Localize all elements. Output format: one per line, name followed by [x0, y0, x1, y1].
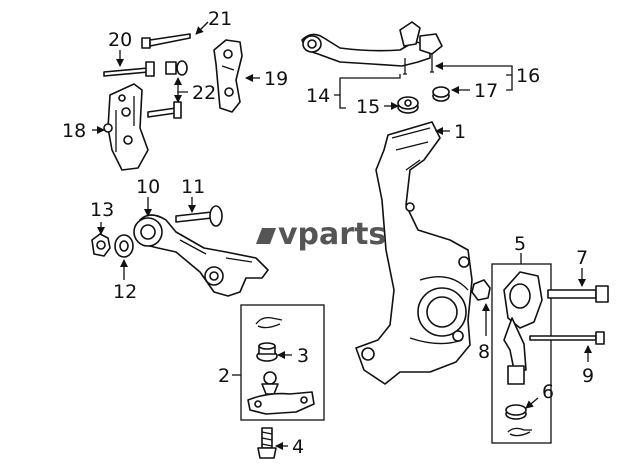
cotter-pin-part [255, 316, 283, 329]
callout-8: 8 [478, 341, 490, 363]
nut-15-part [397, 96, 419, 114]
callout-13: 13 [90, 199, 114, 221]
callout-labels: 1 2 3 4 5 6 7 8 9 10 11 12 13 14 15 16 1… [62, 8, 594, 458]
steering-knuckle-part [355, 121, 473, 385]
callout-12: 12 [113, 281, 137, 303]
callout-7: 7 [576, 247, 588, 269]
bolt-20-part [103, 61, 155, 77]
castle-nut-3-part [256, 342, 278, 362]
bolt-7-part [547, 285, 609, 303]
callout-14: 14 [306, 85, 330, 107]
callout-22: 22 [192, 82, 216, 104]
callout-6: 6 [542, 381, 554, 403]
bracket-19-part [213, 39, 243, 113]
callout-16: 16 [516, 65, 540, 87]
bolt-22-part [147, 101, 182, 119]
stud-18-part [103, 123, 113, 133]
bolt-21-part [141, 33, 191, 49]
callout-18: 18 [62, 120, 86, 142]
nut-22-part [165, 60, 188, 76]
bracket-18-part [107, 83, 149, 171]
watermark-mark-icon [256, 228, 276, 244]
callout-2: 2 [218, 365, 230, 387]
lower-control-arm-part [133, 214, 269, 297]
callout-4: 4 [292, 436, 304, 458]
callout-3: 3 [297, 345, 309, 367]
callout-1: 1 [454, 121, 466, 143]
ball-joint-part [247, 371, 315, 415]
bolt-9-part [529, 331, 605, 345]
nut-17-part [432, 86, 450, 102]
callout-19: 19 [264, 68, 288, 90]
link-5-part [503, 271, 543, 385]
callout-20: 20 [108, 29, 132, 51]
cotter-pin-6-part [507, 427, 532, 437]
leader-lines [92, 21, 592, 450]
callout-5: 5 [514, 233, 526, 255]
ball-joint-kit-box [240, 304, 325, 421]
callout-21: 21 [208, 8, 232, 30]
washer-12-part [114, 234, 134, 258]
nut-8-part [471, 279, 491, 301]
nut-6-part [505, 404, 527, 420]
watermark-text: vparts [278, 217, 386, 252]
watermark-logo: vparts [256, 217, 386, 252]
bolt-11-part [175, 205, 223, 227]
callout-10: 10 [136, 176, 160, 198]
nut-13-part [91, 233, 111, 257]
bolt-4-part [257, 427, 277, 459]
upper-control-arm-part [301, 21, 443, 75]
callout-17: 17 [474, 80, 498, 102]
callout-9: 9 [582, 365, 594, 387]
callout-15: 15 [356, 96, 380, 118]
callout-11: 11 [181, 176, 205, 198]
